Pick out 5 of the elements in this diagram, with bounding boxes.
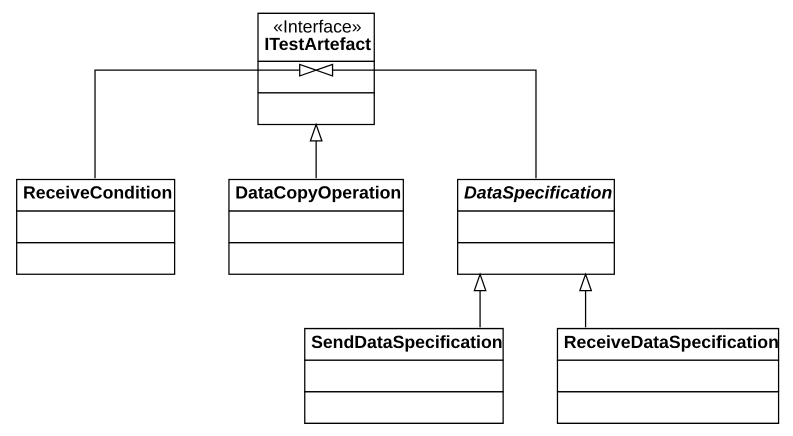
arrow [309,122,322,178]
arrow [314,64,536,178]
arrow [472,272,486,328]
arrow [578,272,592,328]
arrow [94,64,318,178]
